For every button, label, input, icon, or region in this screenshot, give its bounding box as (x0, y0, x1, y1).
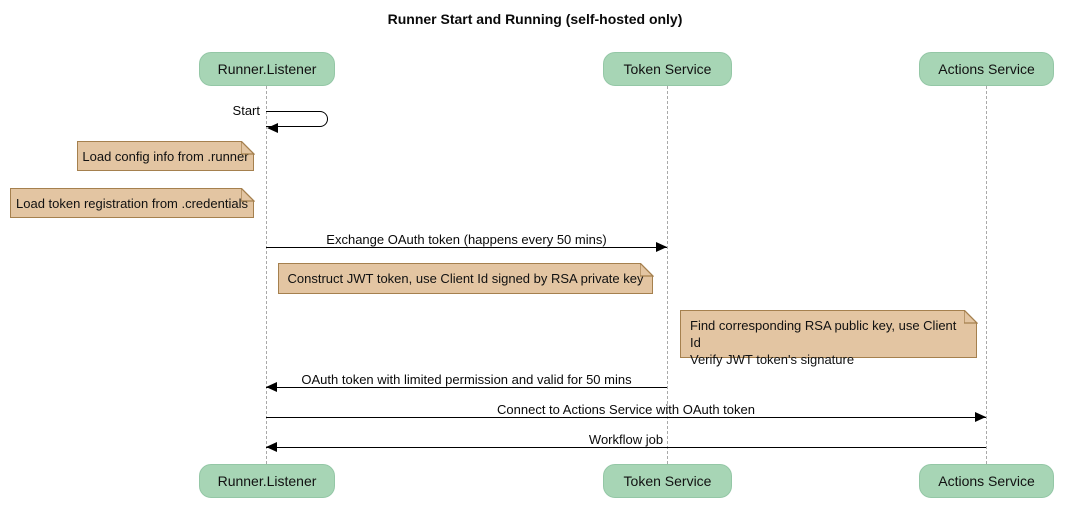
message-connect-actions-line (266, 417, 986, 418)
participant-token-service-bottom: Token Service (603, 464, 732, 498)
message-oauth-token-line (266, 387, 667, 388)
participant-label: Token Service (623, 473, 712, 489)
arrowhead-right-icon (656, 242, 667, 252)
message-exchange-oauth-label: Exchange OAuth token (happens every 50 m… (326, 232, 607, 247)
lifeline-token-service (667, 86, 668, 464)
note-fold-icon (240, 140, 255, 155)
note-text: Construct JWT token, use Client Id signe… (287, 271, 644, 286)
note-construct-jwt: Construct JWT token, use Client Id signe… (278, 262, 654, 294)
participant-label: Actions Service (938, 61, 1035, 77)
lifeline-runner-listener (266, 86, 267, 464)
participant-runner-listener-bottom: Runner.Listener (199, 464, 335, 498)
message-workflow-job-line (266, 447, 986, 448)
participant-label: Token Service (623, 61, 712, 77)
self-message-loop (266, 111, 328, 127)
note-fold-icon (240, 187, 255, 202)
message-start-label: Start (232, 103, 260, 118)
participant-label: Runner.Listener (217, 473, 317, 489)
message-connect-actions-label: Connect to Actions Service with OAuth to… (497, 402, 755, 417)
note-text: Find corresponding RSA public key, use C… (690, 318, 957, 367)
message-workflow-job-label: Workflow job (588, 432, 664, 447)
note-load-config: Load config info from .runner (77, 140, 255, 171)
note-fold-icon (639, 262, 654, 277)
note-text: Load token registration from .credential… (16, 195, 248, 211)
participant-actions-service-top: Actions Service (919, 52, 1054, 86)
message-oauth-token-label: OAuth token with limited permission and … (301, 372, 632, 387)
participant-runner-listener-top: Runner.Listener (199, 52, 335, 86)
diagram-title: Runner Start and Running (self-hosted on… (387, 11, 683, 27)
note-load-token-registration: Load token registration from .credential… (10, 187, 255, 218)
note-text: Load config info from .runner (82, 148, 249, 164)
note-verify-jwt: Find corresponding RSA public key, use C… (680, 309, 978, 367)
note-fold-icon (963, 309, 978, 324)
lifeline-actions-service (986, 86, 987, 464)
participant-label: Actions Service (938, 473, 1035, 489)
arrowhead-left-icon (266, 122, 278, 133)
arrowhead-left-icon (266, 382, 277, 392)
participant-label: Runner.Listener (217, 61, 317, 77)
arrowhead-right-icon (975, 412, 986, 422)
participant-actions-service-bottom: Actions Service (919, 464, 1054, 498)
message-exchange-oauth-line (266, 247, 667, 248)
participant-token-service-top: Token Service (603, 52, 732, 86)
arrowhead-left-icon (266, 442, 277, 452)
